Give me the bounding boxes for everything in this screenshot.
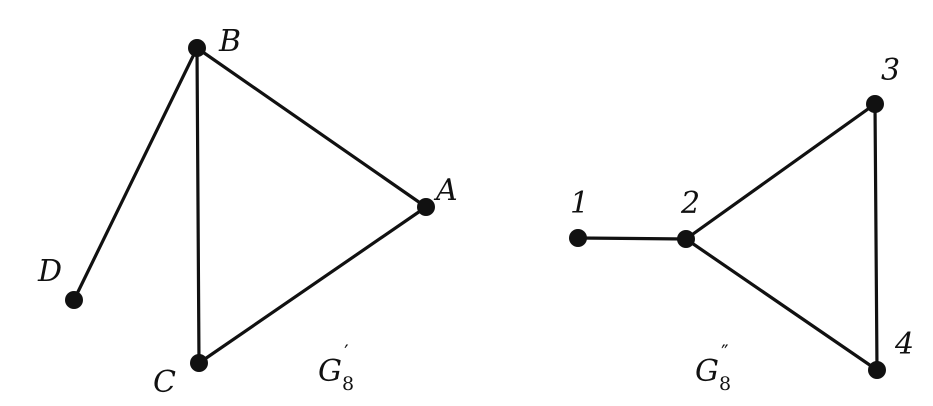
vertex-label-3: 3: [881, 53, 900, 88]
vertex-label-A: A: [433, 173, 458, 208]
graph-name-prime: ″: [721, 340, 728, 364]
vertex-label-2: 2: [680, 186, 700, 221]
vertex-2: [677, 230, 695, 248]
edge-1-2: [576, 236, 688, 241]
vertex-D: [65, 291, 83, 309]
edge-2-4: [684, 237, 879, 372]
vertex-1: [569, 229, 587, 247]
graph-name-subscript: 8: [342, 373, 354, 395]
graph-name-prime: ′: [344, 340, 349, 364]
edge-3-4: [873, 102, 879, 372]
vertex-B: [188, 39, 206, 57]
graph-name-letter: G: [695, 354, 719, 389]
graph-name-g8-double-prime: G8 ″: [695, 340, 731, 395]
vertex-label-D: D: [37, 254, 62, 289]
edge-B-D: [72, 46, 199, 302]
edge-C-A: [197, 205, 428, 365]
nodes-layer: [65, 39, 886, 379]
vertex-label-4: 4: [894, 327, 914, 362]
vertex-A: [417, 198, 435, 216]
graph-name-g8-prime: G8 ′: [318, 340, 354, 395]
vertex-label-B: B: [218, 24, 241, 59]
edge-2-3: [684, 102, 877, 241]
edges-layer: [72, 46, 879, 372]
edge-B-C: [195, 46, 201, 365]
vertex-label-C: C: [153, 365, 176, 400]
graph-name-letter: G: [318, 354, 342, 389]
graph-name-subscript: 8: [719, 373, 731, 395]
labels-layer: A B C D 1 2 3 4: [37, 24, 914, 400]
vertex-label-1: 1: [570, 186, 589, 221]
vertex-C: [190, 354, 208, 372]
edge-B-A: [195, 46, 428, 209]
vertex-3: [866, 95, 884, 113]
vertex-4: [868, 361, 886, 379]
